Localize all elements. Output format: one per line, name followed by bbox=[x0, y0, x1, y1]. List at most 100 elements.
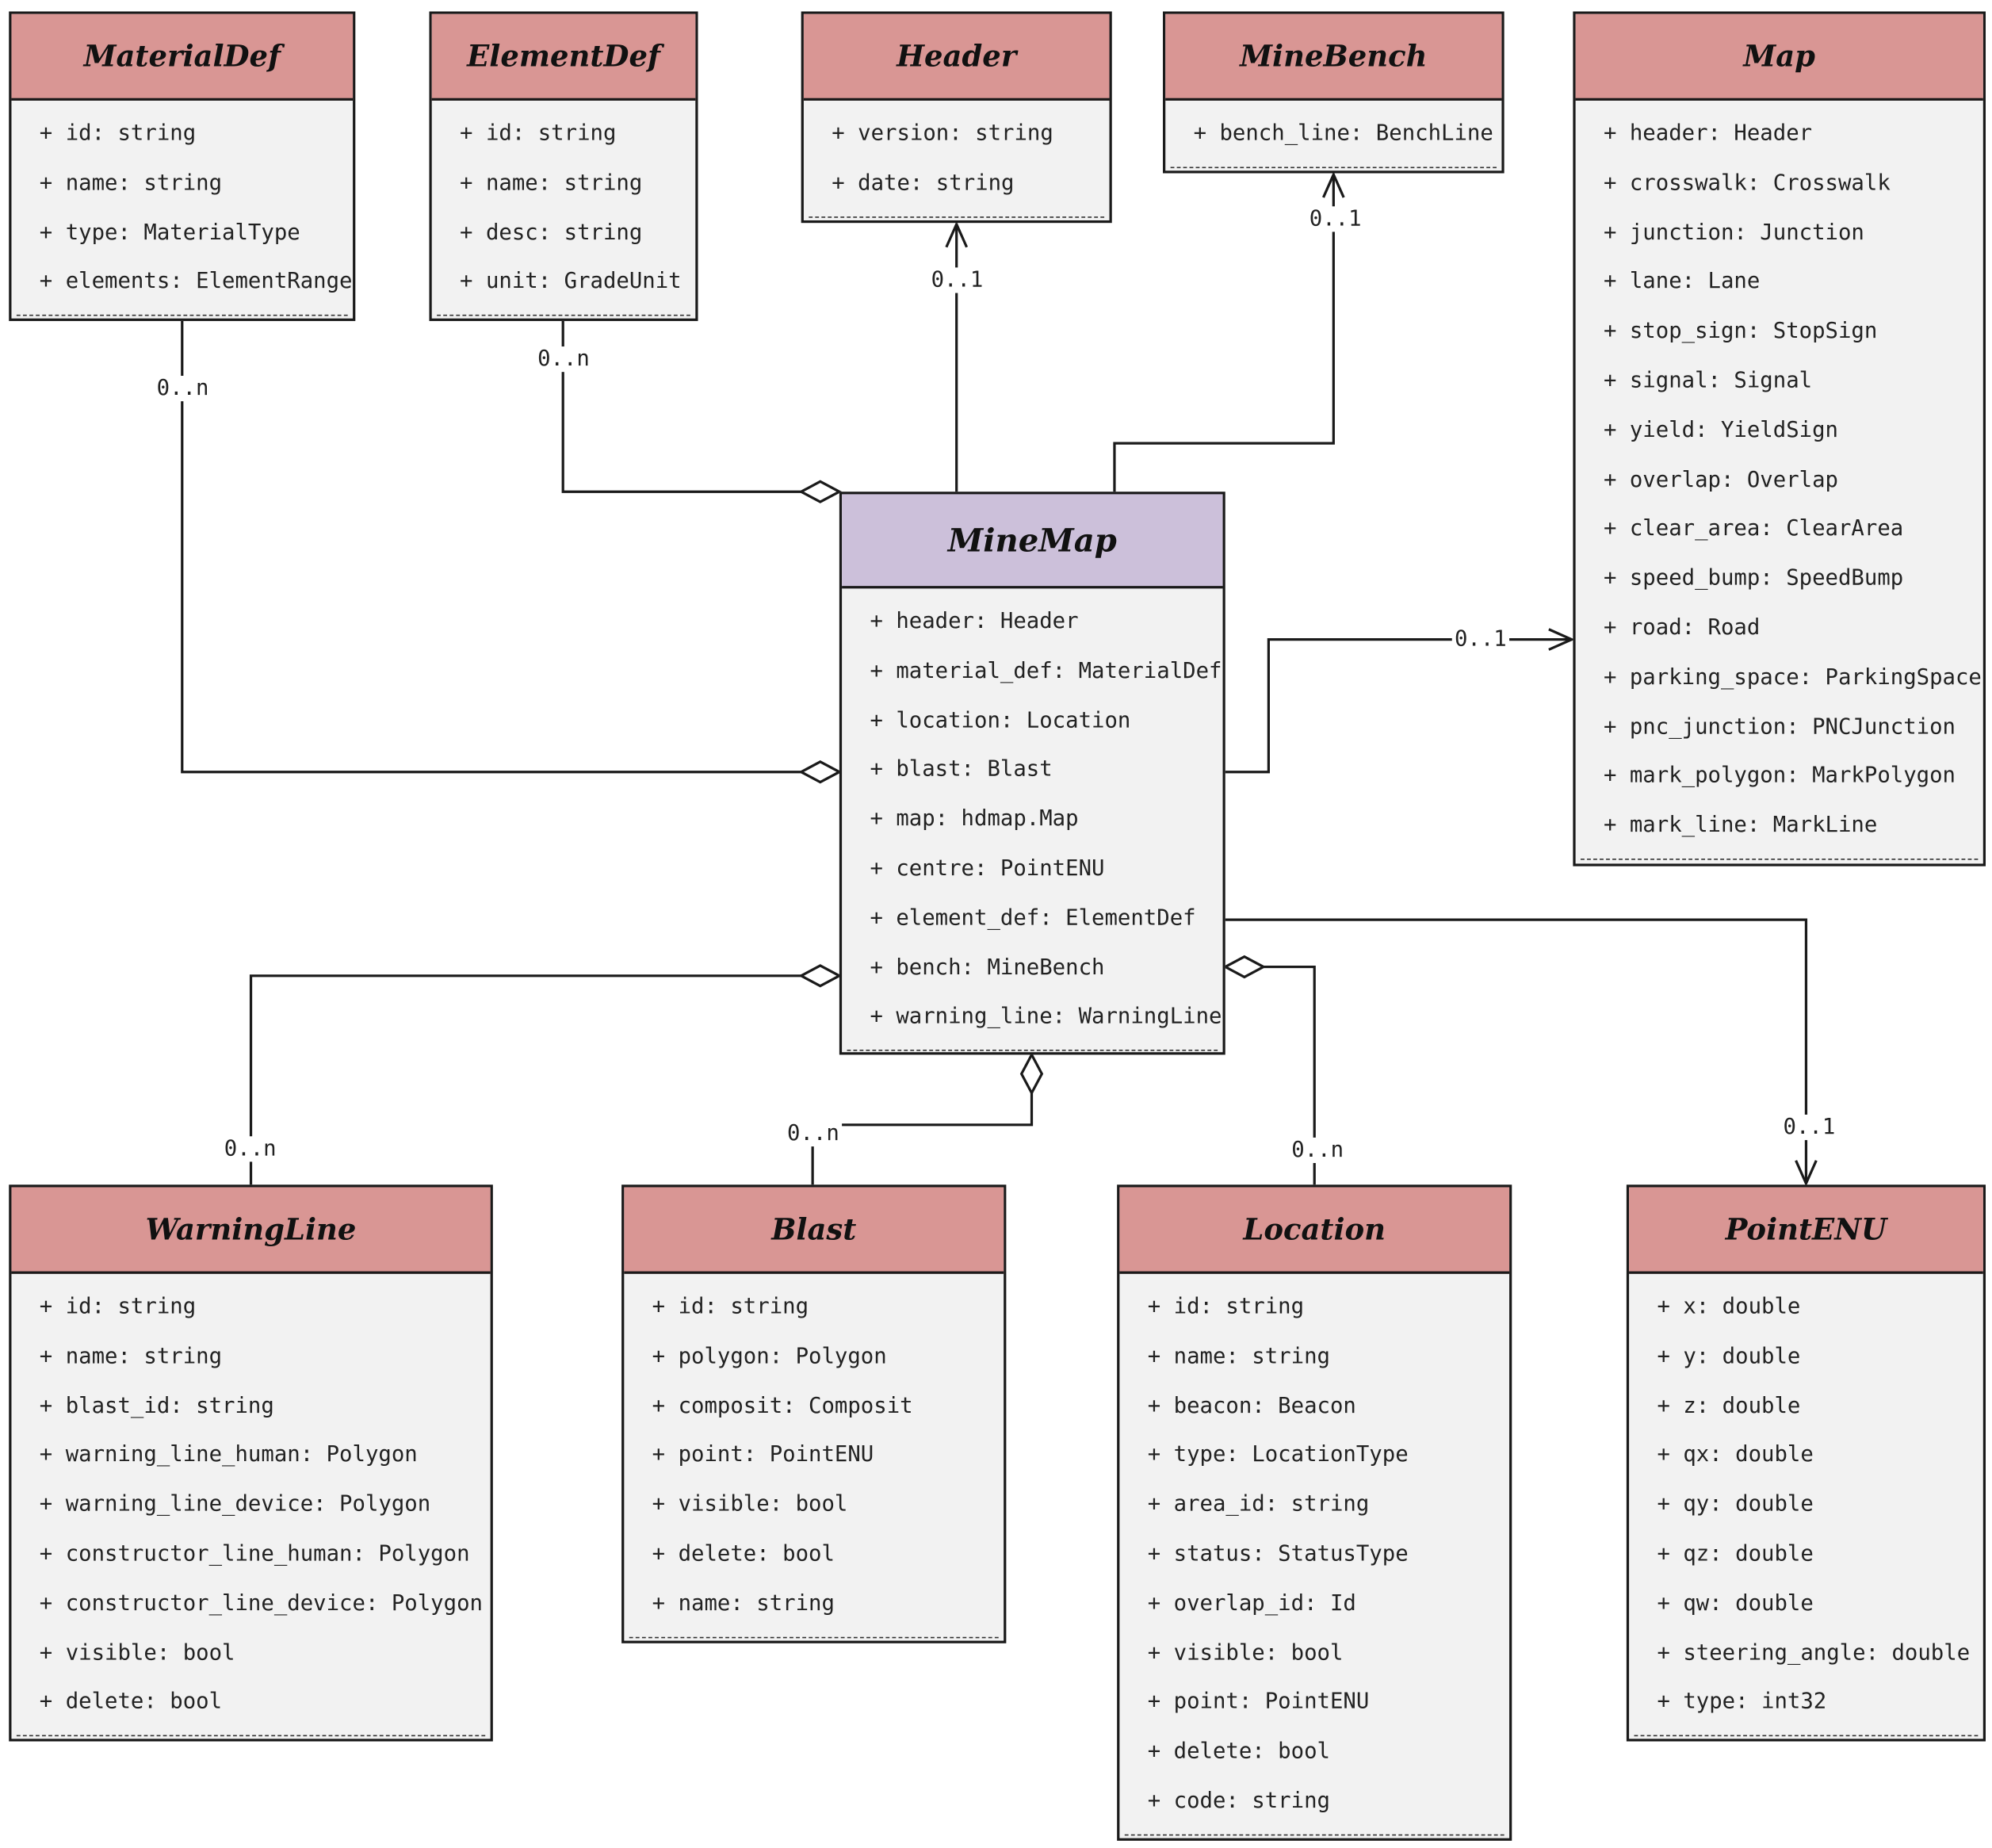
class-pointenu: PointENU + x: double + y: double + z: doubl… bbox=[1626, 1184, 1986, 1742]
attribute-row: + name: string bbox=[460, 170, 643, 197]
multiplicity-materialdef: 0..n bbox=[154, 376, 212, 402]
attribute-list: + id: string+ name: string+ desc: string… bbox=[432, 101, 696, 308]
attribute-row: + qy: double bbox=[1657, 1491, 1814, 1517]
attribute-row: + name: string bbox=[39, 1343, 223, 1369]
attribute-row: + area_id: string bbox=[1147, 1491, 1370, 1517]
class-name-materialdef: MaterialDef bbox=[11, 13, 354, 101]
class-blast: Blast+ id: string+ polygon: Polygon+ com… bbox=[621, 1184, 1007, 1643]
link-elementdef bbox=[561, 320, 803, 493]
attribute-row: + point: PointENU bbox=[1147, 1689, 1370, 1716]
class-name-header: Header bbox=[803, 13, 1110, 101]
link-minebench bbox=[1113, 174, 1333, 492]
attribute-row: + yield: YieldSign bbox=[1603, 417, 1838, 443]
attribute-row: + qz: double bbox=[1657, 1541, 1814, 1567]
attribute-row: + constructor_line_human: Polygon bbox=[39, 1541, 470, 1567]
operations-separator bbox=[1634, 1735, 1979, 1739]
class-name-pointenu: PointENU bbox=[1629, 1187, 1983, 1274]
attribute-row: + unit: GradeUnit bbox=[460, 269, 682, 295]
link-blast bbox=[811, 1092, 1034, 1185]
attribute-row: + qw: double bbox=[1657, 1590, 1814, 1617]
attribute-row: + x: double bbox=[1657, 1294, 1801, 1320]
multiplicity-map: 0..1 bbox=[1451, 626, 1509, 652]
class-name-blast: Blast bbox=[624, 1187, 1004, 1274]
attribute-row: + id: string bbox=[39, 1294, 197, 1320]
attribute-list: + id: string+ polygon: Polygon+ composit… bbox=[624, 1274, 1004, 1629]
attribute-row: + crosswalk: Crosswalk bbox=[1603, 170, 1891, 197]
operations-separator bbox=[1581, 858, 1979, 863]
operations-separator bbox=[16, 1735, 486, 1739]
class-header: Header+ version: string+ date: string bbox=[801, 11, 1112, 224]
multiplicity-location: 0..n bbox=[1289, 1137, 1347, 1164]
attribute-row: + material_def: MaterialDef bbox=[870, 658, 1222, 684]
attribute-row: + delete: bool bbox=[39, 1689, 223, 1716]
aggregation-diamond-location bbox=[1222, 955, 1267, 979]
attribute-list: + id: string + name: string + blast_id: st… bbox=[11, 1274, 490, 1727]
attribute-row: + name: string bbox=[652, 1590, 835, 1617]
attribute-row: + elements: ElementRange bbox=[39, 269, 353, 295]
attribute-list: + bench_line: BenchLine bbox=[1165, 101, 1501, 159]
attribute-row: + clear_area: ClearArea bbox=[1603, 516, 1904, 542]
link-location bbox=[1263, 965, 1316, 1185]
link-materialdef bbox=[181, 320, 803, 774]
attribute-row: + stop_sign: StopSign bbox=[1603, 319, 1878, 345]
attribute-row: + location: Location bbox=[870, 707, 1131, 733]
attribute-row: + y: double bbox=[1657, 1343, 1801, 1369]
attribute-list: + version: string+ date: string bbox=[804, 101, 1110, 209]
aggregation-diamond-elementdef bbox=[798, 480, 843, 503]
multiplicity-pointenu: 0..1 bbox=[1780, 1114, 1838, 1141]
attribute-row: + point: PointENU bbox=[652, 1442, 874, 1468]
attribute-row: + version: string bbox=[832, 121, 1053, 147]
attribute-row: + overlap: Overlap bbox=[1603, 467, 1838, 493]
attribute-row: + type: MaterialType bbox=[39, 220, 300, 246]
attribute-list: + header: Header + material_def: Material… bbox=[842, 588, 1222, 1042]
attribute-row: + blast_id: string bbox=[39, 1393, 274, 1419]
attribute-row: + speed_bump: SpeedBump bbox=[1603, 565, 1904, 591]
attribute-row: + delete: bool bbox=[652, 1541, 835, 1567]
operations-separator bbox=[437, 315, 690, 319]
multiplicity-warningline: 0..n bbox=[221, 1136, 279, 1162]
attribute-row: + warning_line_human: Polygon bbox=[39, 1442, 418, 1468]
attribute-row: + z: double bbox=[1657, 1393, 1801, 1419]
class-location: Location+ id: string+ name: string+ beac… bbox=[1117, 1184, 1512, 1841]
attribute-row: + qx: double bbox=[1657, 1442, 1814, 1468]
attribute-row: + id: string bbox=[460, 121, 617, 147]
multiplicity-minebench: 0..1 bbox=[1306, 206, 1364, 232]
operations-separator bbox=[1124, 1834, 1505, 1838]
attribute-row: + parking_space: ParkingSpace bbox=[1603, 664, 1982, 691]
operations-separator bbox=[629, 1636, 999, 1640]
attribute-list: + id: string+ name: string+ type: Materi… bbox=[11, 101, 353, 308]
attribute-row: + bench: MineBench bbox=[870, 955, 1105, 981]
class-materialdef: MaterialDef+ id: string+ name: string+ t… bbox=[9, 11, 356, 321]
attribute-row: + name: string bbox=[1147, 1343, 1330, 1369]
attribute-row: + blast: Blast bbox=[870, 757, 1053, 783]
attribute-row: + road: Road bbox=[1603, 615, 1761, 641]
multiplicity-header: 0..1 bbox=[928, 267, 986, 293]
attribute-row: + name: string bbox=[39, 170, 223, 197]
class-name-minebench: MineBench bbox=[1165, 13, 1502, 101]
attribute-row: + header: Header bbox=[870, 609, 1079, 635]
class-name-warningline: WarningLine bbox=[11, 1187, 491, 1274]
attribute-row: + map: hdmap.Map bbox=[870, 806, 1079, 832]
operations-separator bbox=[16, 315, 348, 319]
link-pointenu bbox=[1225, 918, 1807, 1184]
attribute-list: + x: double + y: double + z: double + qx: d… bbox=[1629, 1274, 1983, 1727]
attribute-row: + type: int32 bbox=[1657, 1689, 1827, 1716]
operations-separator bbox=[1170, 166, 1497, 170]
attribute-row: + type: LocationType bbox=[1147, 1442, 1409, 1468]
operations-separator bbox=[809, 216, 1105, 220]
attribute-row: + visible: bool bbox=[652, 1491, 848, 1517]
attribute-row: + pnc_junction: PNCJunction bbox=[1603, 714, 1956, 740]
class-name-minemap: MineMap bbox=[842, 494, 1223, 589]
multiplicity-elementdef: 0..n bbox=[534, 346, 593, 373]
class-warningline: WarningLine + id: string + name: string + b… bbox=[9, 1184, 493, 1742]
attribute-row: + steering_angle: double bbox=[1657, 1639, 1971, 1666]
attribute-row: + visible: bool bbox=[39, 1639, 235, 1666]
attribute-list: + id: string + name: string + beacon: Beac… bbox=[1119, 1274, 1509, 1827]
attribute-row: + id: string bbox=[1147, 1294, 1305, 1320]
attribute-row: + element_def: ElementDef bbox=[870, 905, 1196, 932]
attribute-row: + beacon: Beacon bbox=[1147, 1393, 1356, 1419]
attribute-row: + signal: Signal bbox=[1603, 368, 1813, 394]
link-map bbox=[1225, 640, 1572, 774]
